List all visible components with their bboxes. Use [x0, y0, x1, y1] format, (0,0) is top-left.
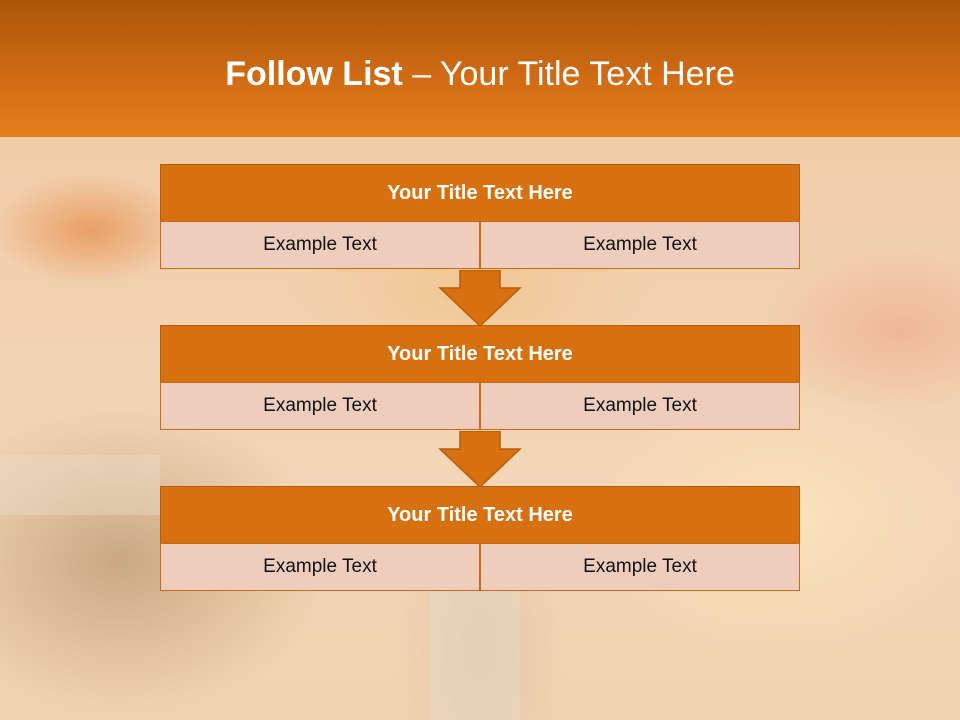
slide-title-bold: Follow List: [225, 55, 403, 93]
flow-block-cell-left[interactable]: Example Text: [160, 543, 480, 591]
flow-block-title[interactable]: Your Title Text Here: [160, 164, 800, 222]
flow-block-cell-left[interactable]: Example Text: [160, 221, 480, 269]
flow-block-2: Your Title Text Here Example Text Exampl…: [160, 325, 800, 431]
flow-block-3: Your Title Text Here Example Text Exampl…: [160, 486, 800, 592]
flow-block-cell-right[interactable]: Example Text: [480, 543, 800, 591]
background-ribbon: [0, 455, 160, 515]
flow-block-cell-left[interactable]: Example Text: [160, 382, 480, 430]
down-arrow-icon: [438, 270, 522, 328]
flow-block-title[interactable]: Your Title Text Here: [160, 486, 800, 544]
flow-block-cell-right[interactable]: Example Text: [480, 221, 800, 269]
flow-block-1: Your Title Text Here Example Text Exampl…: [160, 164, 800, 270]
flow-block-title[interactable]: Your Title Text Here: [160, 325, 800, 383]
down-arrow-icon: [438, 431, 522, 489]
slide-header: Follow List – Your Title Text Here: [0, 0, 960, 137]
slide-title: Follow List – Your Title Text Here: [0, 55, 960, 94]
slide-title-rest: – Your Title Text Here: [402, 55, 735, 93]
flow-block-cell-right[interactable]: Example Text: [480, 382, 800, 430]
